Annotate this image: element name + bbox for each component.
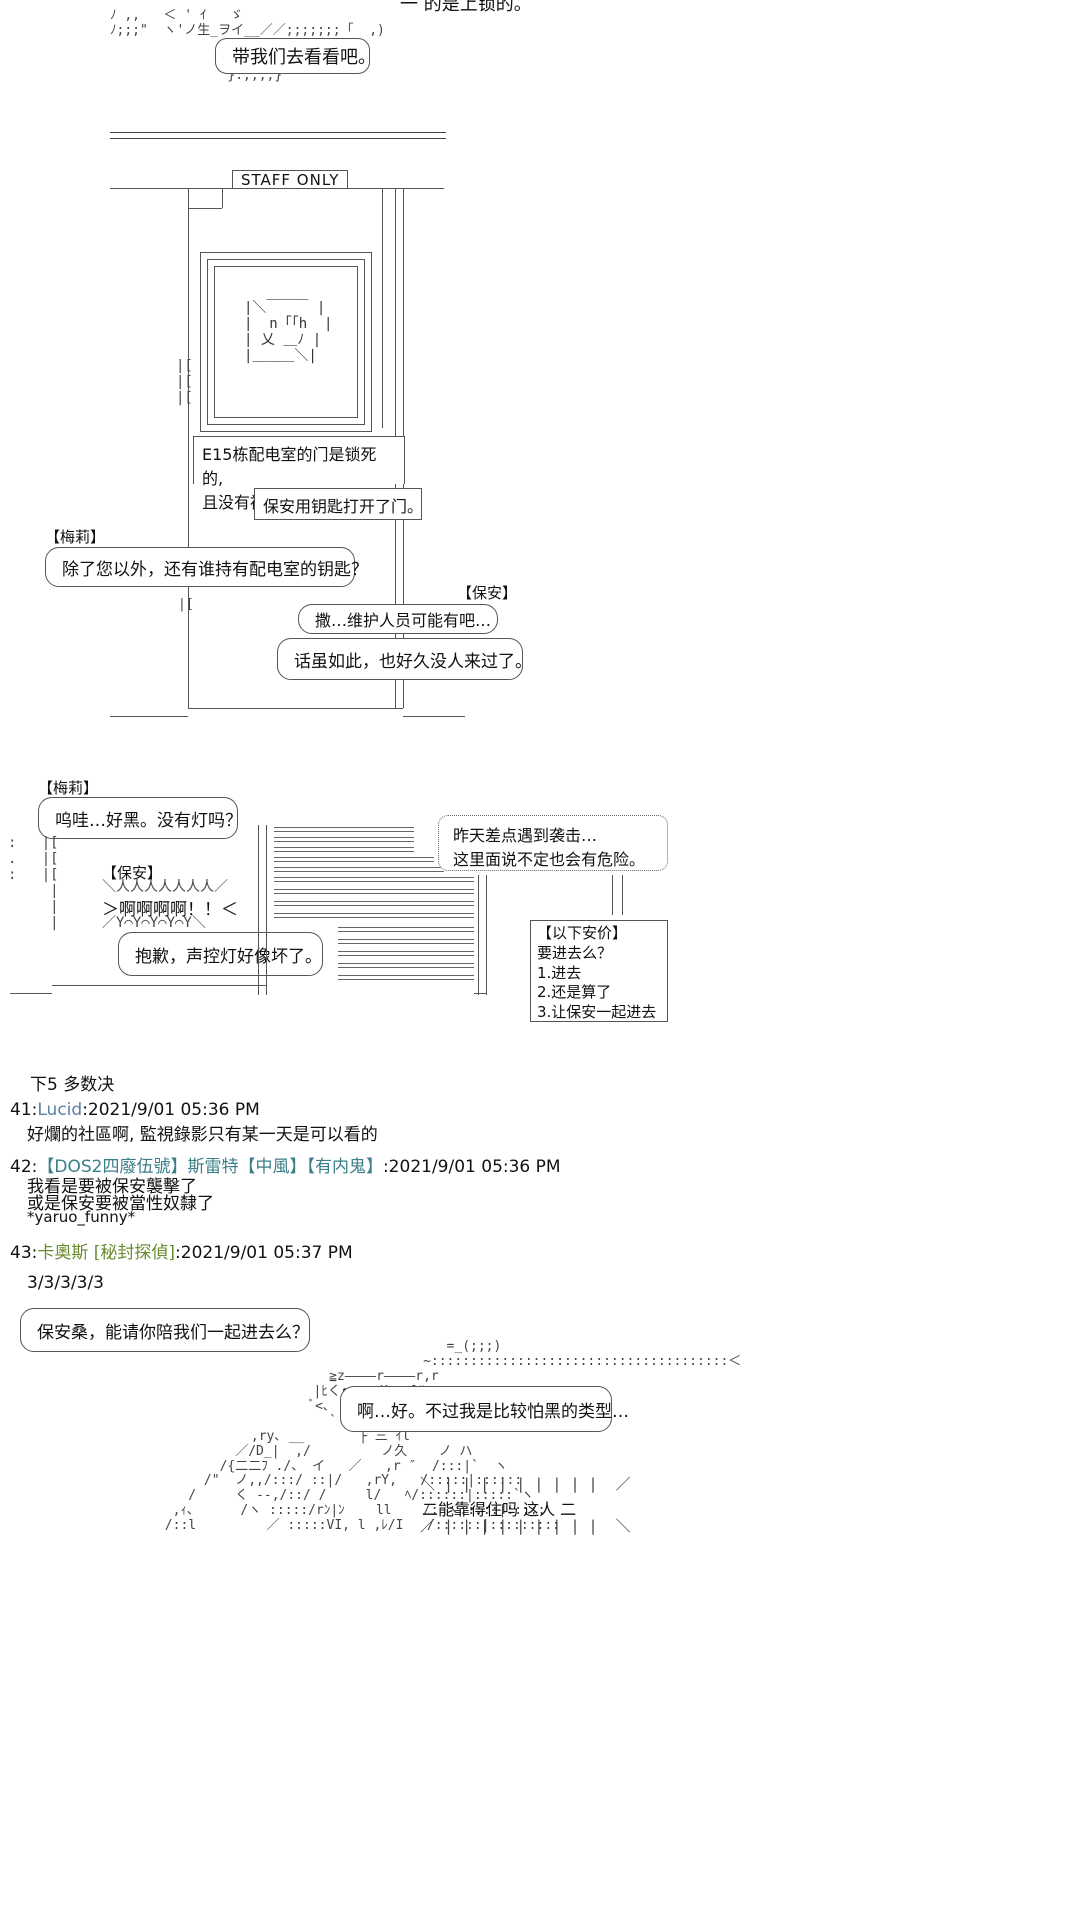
corridor-line-1 [258,825,259,995]
post-date: :2021/9/01 05:36 PM [82,1100,260,1120]
post-body-42-line3: *yaruo_funny* [27,1208,136,1226]
bubble-text: 带我们去看看吧。 [232,47,376,68]
jamb-right [382,188,383,428]
jamb-left [222,188,223,208]
door-panel-outer [200,252,372,432]
caption-door-state: E15栋配电室的门是锁死的, 且没有被撬开过的痕迹。 [193,436,405,512]
speaker-label-guard: 【保安】 [457,584,518,602]
aside-frame-top: ＼ | | | | | | | | | ／ [420,1475,631,1493]
post-date: :2021/9/01 05:36 PM [382,1157,561,1177]
post-number[interactable]: 42 [10,1157,32,1177]
door-emblem: |＼￣￣￣ | | n「「h | | 乂 ＿ﾉ | |＿＿＿＼| [244,300,333,365]
corridor-right-2 [486,875,487,995]
floor-mid [188,708,403,709]
post-date: :2021/9/01 05:37 PM [175,1243,353,1263]
post-number[interactable]: 41 [10,1100,32,1120]
post-header-41: 41:Lucid:2021/9/01 05:36 PM [10,1100,260,1120]
corridor-line-2 [266,825,267,995]
bubble-text: 呜哇…好黑。没有灯吗？ [55,810,242,831]
choice-box: 【以下安价】 要进去么？ 1.进去 2.还是算了 3.让保安一起进去 [530,920,668,1022]
speech-bubble-meili-1: 除了您以外，还有谁持有配电室的钥匙？ [45,547,368,587]
speech-bubble-top: 带我们去看看吧。 [215,38,376,74]
choice-title: 【以下安价】 [537,924,628,942]
aside-frame-bottom: ／ | | | | | | | | | ＼ [420,1517,631,1535]
post-body-42-line1: 我看是要被保安襲擊了 [27,1177,197,1197]
thought-line-1: 昨天差点遇到袭击… [453,826,598,845]
poster-name[interactable]: 卡奧斯 [秘封探偵] [37,1243,176,1263]
door-panel-core [214,266,358,418]
bubble-text: 抱歉，声控灯好像坏了。 [135,946,322,967]
speech-bubble-guard-3: 抱歉，声控灯好像坏了。 [118,932,323,976]
bubble-text: 保安桑，能请你陪我们一起进去么？ [37,1322,309,1343]
corridor-stripes [274,827,474,987]
floor-right [403,716,465,717]
speaker-label-meili: 【梅莉】 [45,528,106,546]
speech-bubble-ask: 保安桑，能请你陪我们一起进去么？ [20,1308,310,1352]
post-header-42: 42:【DOS2四廢伍號】斯雷特【中風】【有内鬼】:2021/9/01 05:3… [10,1157,561,1177]
wall-top-left [110,188,188,189]
corridor-right-1 [478,875,479,995]
choice-question: 要进去么？ [537,943,613,962]
shout-frame-bottom: ／Y⌒Y⌒Y⌒Y⌒Y＼ [102,915,206,931]
speaker-label-guard-2: 【保安】 [102,864,163,882]
bubble-text: 除了您以外，还有谁持有配电室的钥匙？ [62,559,368,580]
speech-bubble-reply: 啊…好。不过我是比较怕黑的类型… [340,1386,629,1432]
dark-floor-right [474,993,486,994]
frame-top [188,188,408,189]
speech-bubble-guard-2: 话虽如此，也好久没人来过了。 [277,638,532,680]
corridor-far-2 [622,875,623,915]
post-header-43: 43:卡奧斯 [秘封探偵]:2021/9/01 05:37 PM [10,1243,353,1263]
section-divider [110,132,446,139]
frame-left [188,188,189,708]
wall-top-right [408,188,444,189]
poster-name[interactable]: 【DOS2四廢伍號】斯雷特【中風】【有内鬼】 [37,1157,383,1177]
corridor-far-1 [612,875,613,915]
shout-text: ＞啊啊啊啊！！＜ [102,900,238,920]
speech-bubble-meili-2: 呜哇…好黑。没有灯吗？ [38,797,242,839]
choice-option-2[interactable]: 2.还是算了 [537,983,612,1002]
floor-left [110,716,188,717]
ascii-art-guard: =_(;;;) ~:::::::::::::::::::::::::::::::… [164,1339,742,1534]
dark-floor-mid [52,985,266,986]
caption-line-1: E15栋配电室的门是锁死的, [202,445,377,488]
wall-mark-1: |[ [178,597,194,612]
jamb-top [188,208,222,209]
dark-wall-left: : |[ . |[ : |[ | | | [8,835,59,932]
door-panel-inner [207,259,365,425]
aside-text: 二能靠得住吗 这人 二 [422,1500,577,1519]
speaker-label-meili-2: 【梅莉】 [38,779,99,797]
dark-scene: 【梅莉】 呜哇…好黑。没有灯吗？ : |[ . |[ : |[ | | | 【保… [0,775,700,1035]
bubble-text: 撒…维护人员可能有吧… [315,611,492,630]
bubble-text: 话虽如此，也好久没人来过了。 [294,651,532,672]
post-body-41: 好爛的社區啊, 監視錄影只有某一天是可以看的 [27,1125,378,1145]
shout-frame-top: ＼人人人人人人人／ [102,879,228,895]
dark-floor-left [10,993,52,994]
top-cut-text: 一 的是上锁的。 [400,0,532,15]
caption-line-3: 保安用钥匙打开了门。 [263,497,424,516]
caption-guard-opens: 保安用钥匙打开了门。 [254,488,424,520]
post-body-43: 3/3/3/3/3 [27,1273,104,1293]
bubble-text: 啊…好。不过我是比较怕黑的类型… [357,1401,629,1422]
staff-only-sign: STAFF ONLY [232,170,349,189]
choice-option-1[interactable]: 1.进去 [537,963,582,982]
thought-bubble: 昨天差点遇到袭击… 这里面说不定也会有危险。 [438,815,668,871]
post-number[interactable]: 43 [10,1243,32,1263]
post-body-42-line2: 或是保安要被當性奴隸了 [27,1194,214,1214]
choice-option-3[interactable]: 3.让保安一起进去 [537,1003,657,1022]
thought-line-2: 这里面说不定也会有危险。 [453,850,646,869]
door-hinges: |[ |[ |[ [176,358,193,407]
vote-note: 下5 多数决 [30,1075,115,1095]
door-scene: STAFF ONLY |＼￣￣￣ | | n「「h | | 乂 ＿ﾉ | |＿＿… [0,160,560,730]
poster-name[interactable]: Lucid [37,1100,83,1120]
speech-bubble-guard-1: 撒…维护人员可能有吧… [298,604,498,634]
